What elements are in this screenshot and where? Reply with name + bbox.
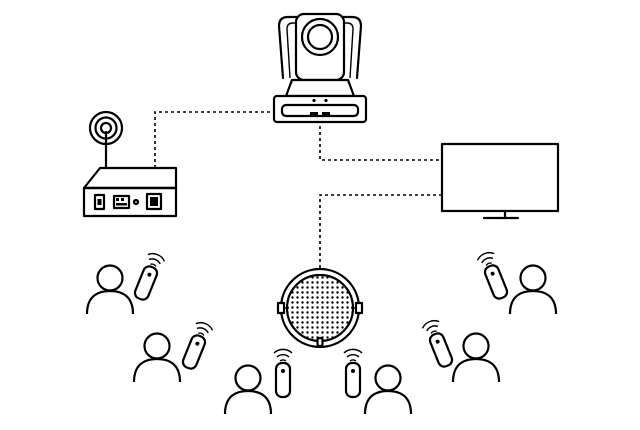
- participant-5: [420, 317, 501, 384]
- person-icon: [132, 332, 182, 384]
- monitor-icon: [440, 142, 560, 220]
- person-icon: [85, 264, 135, 316]
- person-icon: [223, 364, 273, 416]
- remote-icon: [420, 317, 457, 371]
- person-icon: [508, 264, 558, 316]
- connection-lines: [154, 111, 442, 274]
- remote-icon: [178, 319, 215, 373]
- remote-icon: [342, 348, 364, 399]
- participant-2: [132, 319, 215, 384]
- participant-3: [223, 348, 294, 416]
- remote-icon: [475, 249, 512, 303]
- ptz-camera-icon: [272, 12, 368, 124]
- remote-icon: [130, 250, 167, 304]
- link-camera-monitor: [319, 120, 442, 161]
- remote-icon: [272, 348, 294, 399]
- participant-1: [85, 250, 167, 316]
- link-monitor-speakerphone: [319, 194, 442, 274]
- speakerphone-icon: [276, 267, 364, 349]
- wireless-receiver-icon: [82, 110, 178, 218]
- participant-6: [475, 249, 558, 316]
- participant-4: [342, 348, 413, 416]
- link-receiver-camera: [154, 111, 276, 168]
- person-icon: [451, 332, 501, 384]
- person-icon: [363, 364, 413, 416]
